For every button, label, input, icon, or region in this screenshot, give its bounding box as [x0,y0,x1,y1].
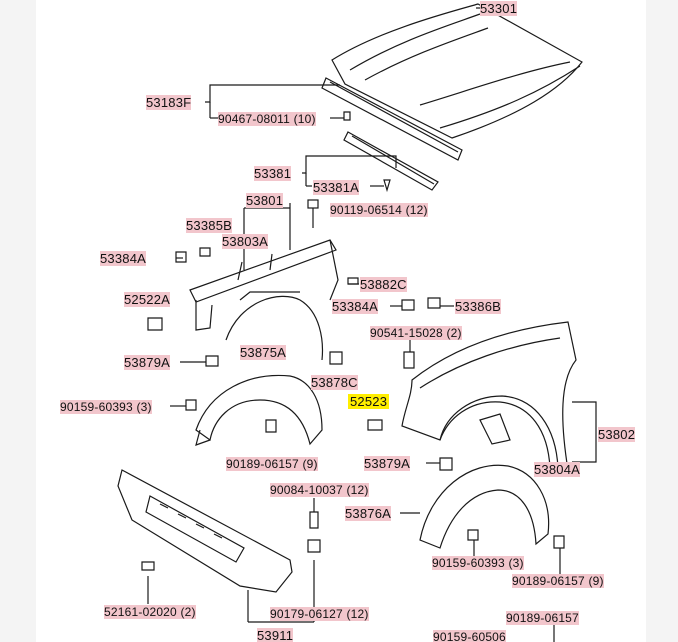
fender-apron-left[interactable] [189,239,339,331]
clip-icon-2 [383,179,391,193]
front-bumper[interactable] [117,469,293,593]
bolt-90159-right [467,529,479,541]
left-margin [0,0,36,642]
label-90119-06514[interactable]: 90119-06514 (12) [330,203,428,217]
label-90159-60506[interactable]: 90159-60506 [433,630,506,642]
bolt-icon [141,561,155,571]
label-53381A[interactable]: 53381A [313,180,360,195]
label-53875A[interactable]: 53875A [240,345,287,360]
label-90159-60393-right[interactable]: 90159-60393 (3) [432,556,524,570]
screw-icon [309,511,319,529]
bolt-90189-right [553,535,565,549]
bolt-90159-left [185,399,197,411]
label-53876A[interactable]: 53876A [345,506,392,521]
bolt-90119[interactable] [307,199,319,228]
fender-liner-left[interactable] [195,374,323,446]
label-53879A-bottom[interactable]: 53879A [364,456,411,471]
label-90179-06127[interactable]: 90179-06127 (12) [270,607,369,621]
bolt-90189-left [265,419,277,433]
clip-53879A-top [205,355,219,367]
label-53911[interactable]: 53911 [257,628,294,642]
right-margin [646,0,678,642]
label-53879A-top[interactable]: 53879A [124,355,171,370]
label-53385B[interactable]: 53385B [186,218,233,233]
leader-53802 [572,401,597,463]
cushion-90541 [403,351,415,369]
clip-53385B [199,247,211,257]
clip-53878C [329,351,343,365]
label-53803A[interactable]: 53803A [222,234,269,249]
clip-53384A-left [175,251,187,263]
label-90189-06157-bottom[interactable]: 90189-06157 [506,611,579,625]
label-53802[interactable]: 53802 [598,427,636,442]
label-90084-10037[interactable]: 90084-10037 (12) [270,483,369,497]
nut-icon [307,539,321,553]
fender-liner-right[interactable] [419,464,550,549]
clip-53879A-bottom [439,457,453,471]
leader-53381 [302,155,397,174]
clip-53386B [427,297,441,309]
label-53384A-right[interactable]: 53384A [332,299,379,314]
hood-part[interactable] [331,3,583,139]
label-90467-08011[interactable]: 90467-08011 (10) [218,112,316,126]
label-90541-15028[interactable]: 90541-15028 (2) [370,326,462,340]
fender-brace [479,413,511,445]
label-53801[interactable]: 53801 [246,193,284,208]
label-53882C[interactable]: 53882C [360,277,407,292]
label-53804A[interactable]: 53804A [534,462,581,477]
label-52161-02020[interactable]: 52161-02020 (2) [104,605,196,619]
label-90189-06157-left[interactable]: 90189-06157 (9) [226,457,318,471]
label-53183F[interactable]: 53183F [146,95,192,110]
label-53301[interactable]: 53301 [480,1,518,16]
cowl-seal-part[interactable] [343,131,439,191]
clip-53384A-right [401,299,415,311]
label-52523-selected[interactable]: 52523 [348,394,390,409]
label-53386B[interactable]: 53386B [455,299,502,314]
leader-53183F [205,84,340,103]
clip-53882C [347,277,359,285]
label-90159-60393-left[interactable]: 90159-60393 (3) [60,400,152,414]
front-fender-right[interactable] [401,321,577,471]
label-53878C[interactable]: 53878C [311,375,358,390]
bracket-52523 [367,419,383,431]
fender-arch-left[interactable] [225,291,324,361]
label-53384A-left[interactable]: 53384A [100,251,147,266]
label-53381[interactable]: 53381 [254,166,292,181]
label-52522A[interactable]: 52522A [124,292,171,307]
clip-52522A [147,317,163,331]
clip-icon [343,111,351,121]
label-90189-06157-right[interactable]: 90189-06157 (9) [512,574,604,588]
